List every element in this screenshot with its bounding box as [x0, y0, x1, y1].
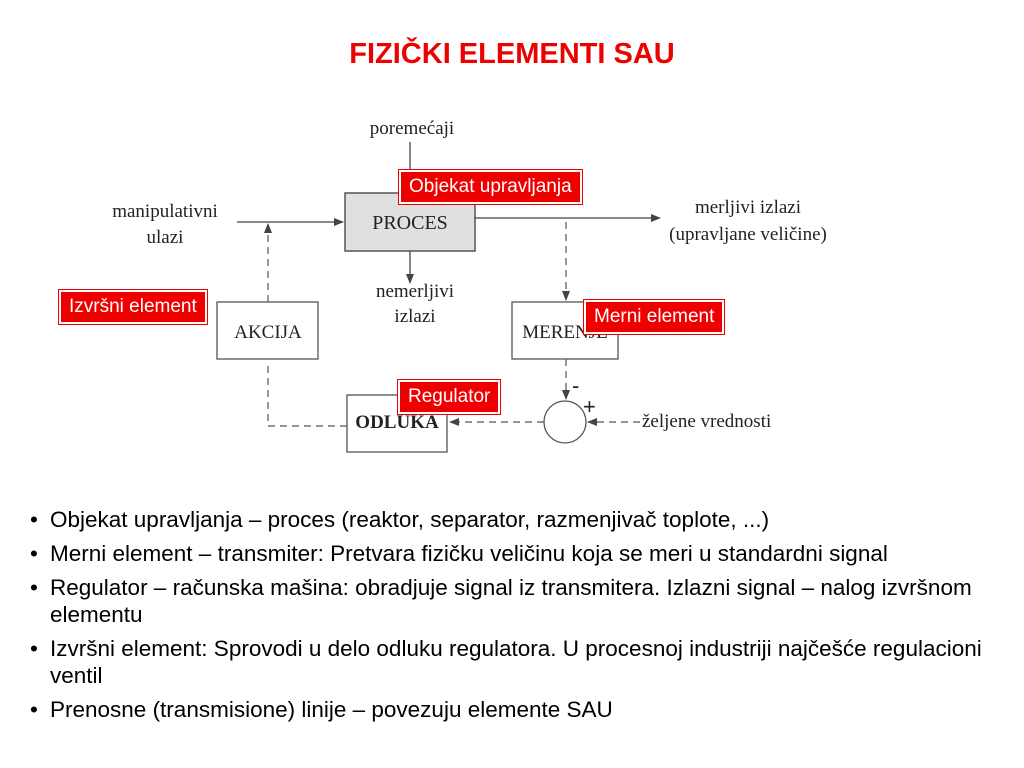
label-actuator: Izvršni element: [58, 289, 208, 325]
action-text: AKCIJA: [234, 322, 302, 343]
control-loop-diagram: PROCES poremećaji manipulativni ulazi me…: [112, 118, 827, 453]
bullet-item: Objekat upravljanja – proces (reaktor, s…: [30, 506, 1005, 533]
bullet-item: Regulator – računska mašina: obradjuje s…: [30, 574, 1005, 628]
label-sensor: Merni element: [582, 299, 726, 335]
comparator-circle: [543, 400, 587, 444]
inputs-text-1: manipulativni: [112, 201, 218, 222]
process-text: PROCES: [372, 212, 448, 234]
outputs-text-2: (upravljane veličine): [669, 224, 827, 245]
bullet-item: Izvršni element: Sprovodi u delo odluku …: [30, 635, 1005, 689]
bullet-item: Merni element – transmiter: Pretvara fiz…: [30, 540, 1005, 567]
minus-sign: -: [572, 373, 579, 398]
decision-text: ODLUKA: [355, 412, 439, 433]
label-regulator: Regulator: [396, 379, 502, 415]
action-box: [216, 301, 319, 360]
unmeasured-text-2: izlazi: [394, 306, 435, 327]
setpoints-text: željene vrednosti: [642, 411, 771, 432]
inputs-text-2: ulazi: [147, 227, 184, 248]
bullet-item: Prenosne (transmisione) linije – povezuj…: [30, 696, 1005, 723]
bullet-list: Objekat upravljanja – proces (reaktor, s…: [30, 506, 1005, 730]
page-title: FIZIČKI ELEMENTI SAU: [349, 38, 675, 70]
label-object: Objekat upravljanja: [398, 169, 583, 205]
plus-sign: +: [583, 394, 596, 419]
unmeasured-text-1: nemerljivi: [376, 281, 454, 302]
dash-decision-to-action: [267, 361, 347, 427]
disturbance-text: poremećaji: [370, 118, 454, 139]
outputs-text-1: merljivi izlazi: [695, 197, 801, 218]
